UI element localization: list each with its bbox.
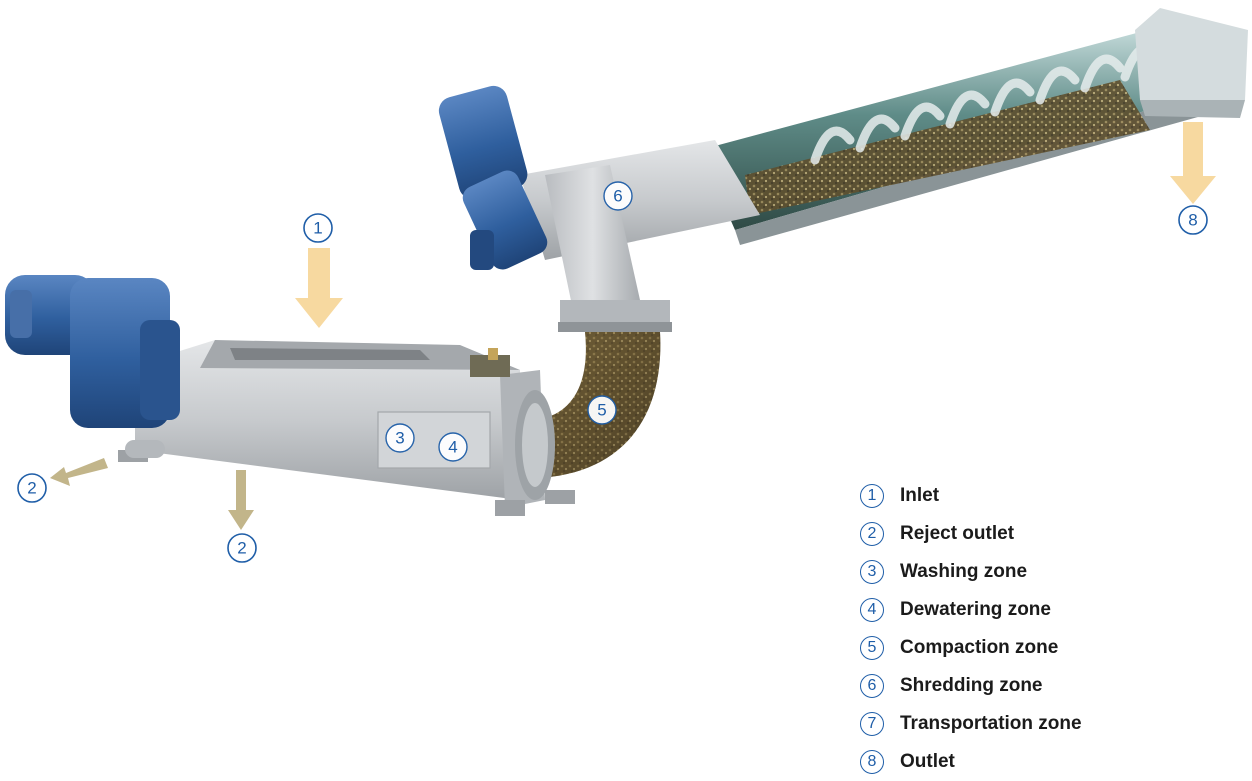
legend-number: 6 — [860, 674, 884, 698]
legend-label: Dewatering zone — [900, 599, 1051, 620]
legend-item: 2 Reject outlet — [860, 515, 1240, 553]
callout-dewatering-label: 4 — [448, 438, 457, 457]
callout-shredding-label: 6 — [613, 187, 622, 206]
legend-label: Washing zone — [900, 561, 1028, 582]
legend-item: 3 Washing zone — [860, 553, 1240, 591]
legend-label: Inlet — [900, 485, 940, 506]
legend-label: Transportation zone — [900, 713, 1082, 734]
callout-inlet: 1 — [303, 213, 333, 243]
legend-label: Outlet — [900, 751, 955, 772]
outlet-arrow — [1170, 122, 1216, 204]
inlet-arrow — [295, 248, 343, 328]
callout-reject-down: 2 — [227, 533, 257, 563]
transport-tube — [700, 8, 1248, 245]
legend-item: 8 Outlet — [860, 743, 1240, 781]
legend-label: Compaction zone — [900, 637, 1059, 658]
legend-number: 1 — [860, 484, 884, 508]
legend-number: 3 — [860, 560, 884, 584]
legend-item: 7 Transportation zone — [860, 705, 1240, 743]
callout-reject-left-label: 2 — [27, 479, 36, 498]
upper-motor — [438, 85, 548, 270]
outlet-hood — [1135, 8, 1248, 100]
legend-number: 8 — [860, 750, 884, 774]
callout-compaction-label: 5 — [597, 401, 606, 420]
shredding-housing — [438, 85, 760, 332]
callout-shredding: 6 — [603, 181, 633, 211]
legend-number: 5 — [860, 636, 884, 660]
callout-inlet-label: 1 — [313, 219, 322, 238]
callout-outlet: 8 — [1178, 205, 1208, 235]
callout-washing-label: 3 — [395, 429, 404, 448]
legend-label: Reject outlet — [900, 523, 1015, 544]
callout-reject-down-label: 2 — [237, 539, 246, 558]
legend-item: 4 Dewatering zone — [860, 591, 1240, 629]
callout-compaction: 5 — [587, 395, 617, 425]
callout-outlet-label: 8 — [1188, 211, 1197, 230]
legend-item: 5 Compaction zone — [860, 629, 1240, 667]
callout-dewatering: 4 — [438, 432, 468, 462]
main-trough — [118, 340, 575, 516]
callout-washing: 3 — [385, 423, 415, 453]
legend-item: 6 Shredding zone — [860, 667, 1240, 705]
legend-number: 4 — [860, 598, 884, 622]
legend-number: 7 — [860, 712, 884, 736]
reject-arrow-left — [50, 458, 108, 486]
lower-motor — [5, 275, 180, 428]
legend: 1 Inlet 2 Reject outlet 3 Washing zone 4… — [860, 477, 1240, 781]
spiral-flights — [810, 43, 1165, 165]
legend-number: 2 — [860, 522, 884, 546]
legend-item: 1 Inlet — [860, 477, 1240, 515]
legend-label: Shredding zone — [900, 675, 1043, 696]
callout-reject-left: 2 — [17, 473, 47, 503]
reject-arrow-down — [228, 470, 254, 530]
